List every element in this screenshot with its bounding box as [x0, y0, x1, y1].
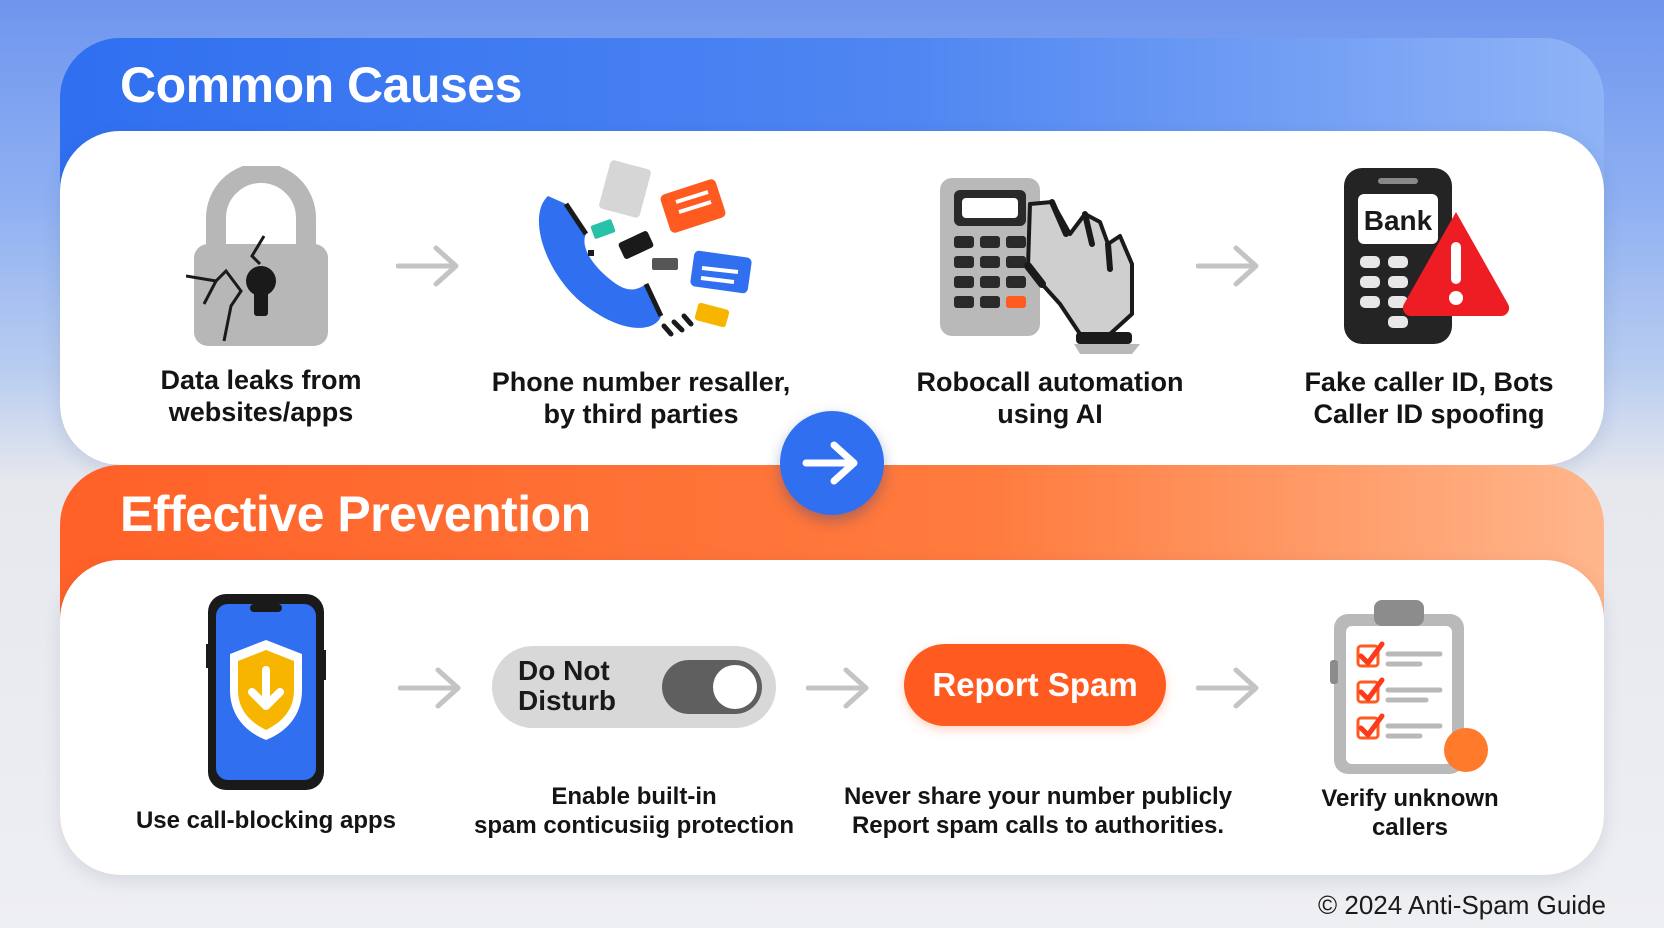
cause-caption-data-leaks: Data leaks from websites/apps [160, 365, 362, 427]
next-section-arrow [780, 411, 884, 515]
prevention-item-spam-protection: Enable built-in spam conticusiig protect… [474, 782, 794, 842]
dnd-switch[interactable] [662, 660, 762, 714]
flow-arrow-icon [806, 667, 869, 709]
section-title-prevention: Effective Prevention [120, 486, 591, 542]
prevention-item-report-spam: Never share your number publicly Report … [844, 782, 1232, 842]
flow-arrow-icon [1196, 667, 1259, 709]
do-not-disturb-toggle[interactable]: Do Not Disturb [492, 646, 776, 728]
phone-scatter-icon [538, 160, 752, 337]
prevention-caption-report-spam: Never share your number publicly Report … [843, 783, 1233, 839]
cause-caption-robocalls: Robocall automation using AI [916, 367, 1184, 429]
shield-phone-icon [206, 594, 326, 790]
cause-item-robocalls: Robocall automation using AI [916, 174, 1184, 429]
cause-item-caller-id-spoofing: Bank Fake caller ID, Bots Caller ID spoo… [1304, 168, 1554, 429]
prevention-caption-call-blocking: Use call-blocking apps [135, 807, 397, 834]
cause-item-data-leaks: Data leaks from websites/apps [160, 163, 362, 427]
bank-badge-text: Bank [1364, 205, 1433, 236]
prevention-caption-verify-callers: Verify unknown callers [1321, 785, 1499, 841]
dnd-label: Do Not Disturb [518, 655, 616, 716]
fake-bank-phone-icon: Bank [1344, 168, 1510, 344]
prevention-caption-spam-protection: Enable built-in spam conticusiig protect… [473, 783, 795, 839]
flow-arrow-icon [398, 667, 461, 709]
cause-caption-number-resellers: Phone number resaller, by third parties [491, 367, 791, 429]
robot-dialer-icon [940, 178, 1140, 354]
report-spam-button[interactable]: Report Spam [904, 644, 1166, 726]
arrow-right-icon [802, 441, 858, 485]
flow-arrow-icon [396, 245, 459, 287]
copyright-footer: © 2024 Anti-Spam Guide [1318, 890, 1606, 920]
flow-arrow-icon [1196, 245, 1259, 287]
cause-caption-caller-id-spoofing: Fake caller ID, Bots Caller ID spoofing [1304, 367, 1554, 429]
broken-lock-icon [185, 163, 328, 346]
dnd-switch-knob [713, 665, 757, 709]
prevention-item-verify-callers: Verify unknown callers [1321, 600, 1499, 841]
checklist-icon [1330, 600, 1488, 774]
section-title-causes: Common Causes [120, 57, 522, 113]
prevention-item-call-blocking: Use call-blocking apps [136, 594, 396, 834]
cause-item-number-resellers: Phone number resaller, by third parties [492, 156, 790, 429]
